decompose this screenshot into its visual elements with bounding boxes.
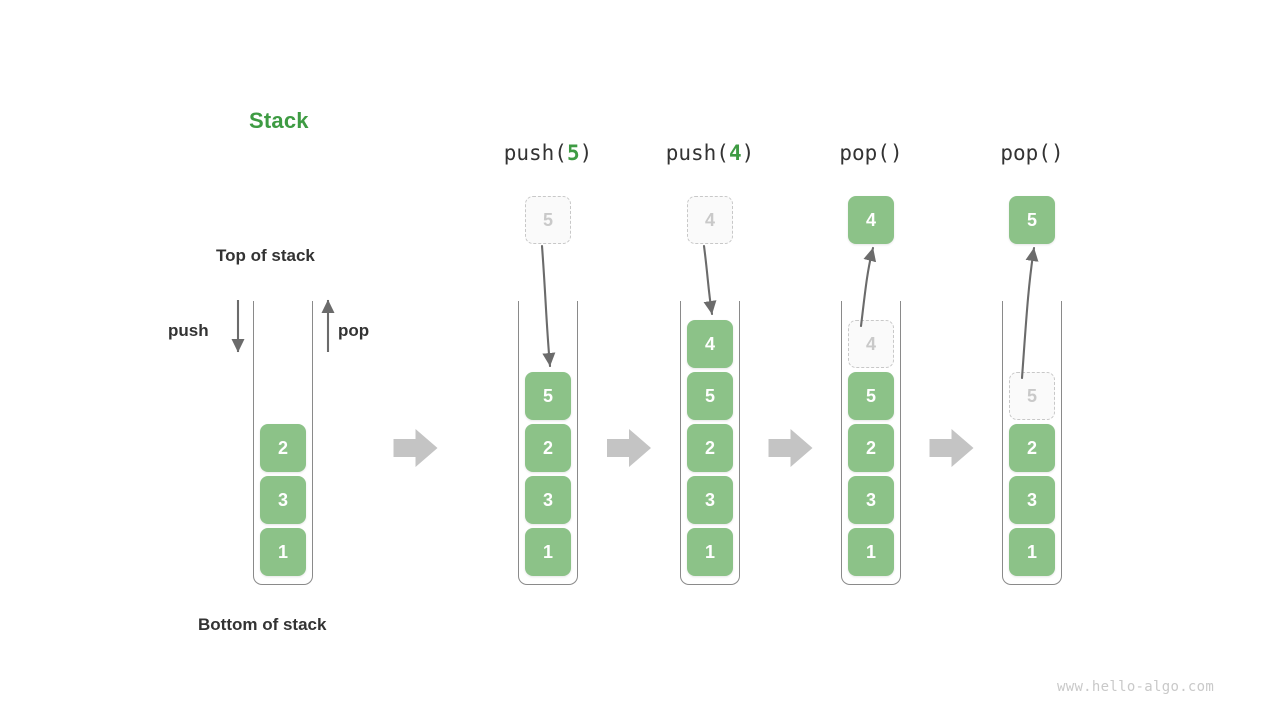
pop-label: pop xyxy=(338,321,370,340)
op-label-argument: 5 xyxy=(566,141,580,165)
op-label-argument: 4 xyxy=(728,141,742,165)
flow-arrow xyxy=(929,429,974,467)
stack-block: 2 xyxy=(687,424,733,472)
watermark: www.hello-algo.com xyxy=(1057,679,1215,695)
stack-block: 3 xyxy=(848,476,894,524)
stack-block: 1 xyxy=(1009,528,1055,576)
stack-block: 5 xyxy=(687,372,733,420)
incoming-ghost-block: 4 xyxy=(687,196,733,244)
flow-arrow xyxy=(607,429,651,467)
stack-block: 5 xyxy=(525,372,571,420)
op-label-prefix: pop( xyxy=(1000,141,1051,165)
stack-block: 3 xyxy=(687,476,733,524)
stack-block: 2 xyxy=(525,424,571,472)
stack-block: 2 xyxy=(1009,424,1055,472)
op-label-prefix: push( xyxy=(503,141,567,165)
popped-block: 4 xyxy=(848,196,894,244)
operation-label-pop-1: pop() xyxy=(761,141,981,165)
stack-block: 3 xyxy=(525,476,571,524)
op-label-suffix: ) xyxy=(889,141,903,165)
ghost-block-in-stack: 4 xyxy=(848,320,894,368)
diagram-title: Stack xyxy=(249,108,309,133)
op-label-suffix: ) xyxy=(1050,141,1064,165)
operation-label-push-5: push(5) xyxy=(438,141,658,165)
incoming-ghost-block: 5 xyxy=(525,196,571,244)
stack-block: 4 xyxy=(687,320,733,368)
stack-block: 3 xyxy=(260,476,306,524)
popped-block: 5 xyxy=(1009,196,1055,244)
op-label-suffix: ) xyxy=(741,141,755,165)
op-label-suffix: ) xyxy=(579,141,593,165)
stack-block: 3 xyxy=(1009,476,1055,524)
ghost-block-in-stack: 5 xyxy=(1009,372,1055,420)
stack-block: 1 xyxy=(525,528,571,576)
stack-block: 1 xyxy=(848,528,894,576)
stack-block: 1 xyxy=(260,528,306,576)
stack-block: 1 xyxy=(687,528,733,576)
operation-label-push-4: push(4) xyxy=(600,141,820,165)
bottom-of-stack-label: Bottom of stack xyxy=(198,615,327,634)
op-label-prefix: pop( xyxy=(839,141,890,165)
stack-block: 5 xyxy=(848,372,894,420)
top-of-stack-label: Top of stack xyxy=(216,246,315,265)
push-label: push xyxy=(168,321,209,340)
stack-block: 2 xyxy=(260,424,306,472)
operation-label-pop-2: pop() xyxy=(922,141,1142,165)
stack-block: 2 xyxy=(848,424,894,472)
flow-arrow xyxy=(768,429,813,467)
op-label-prefix: push( xyxy=(665,141,729,165)
flow-arrow xyxy=(393,429,438,467)
